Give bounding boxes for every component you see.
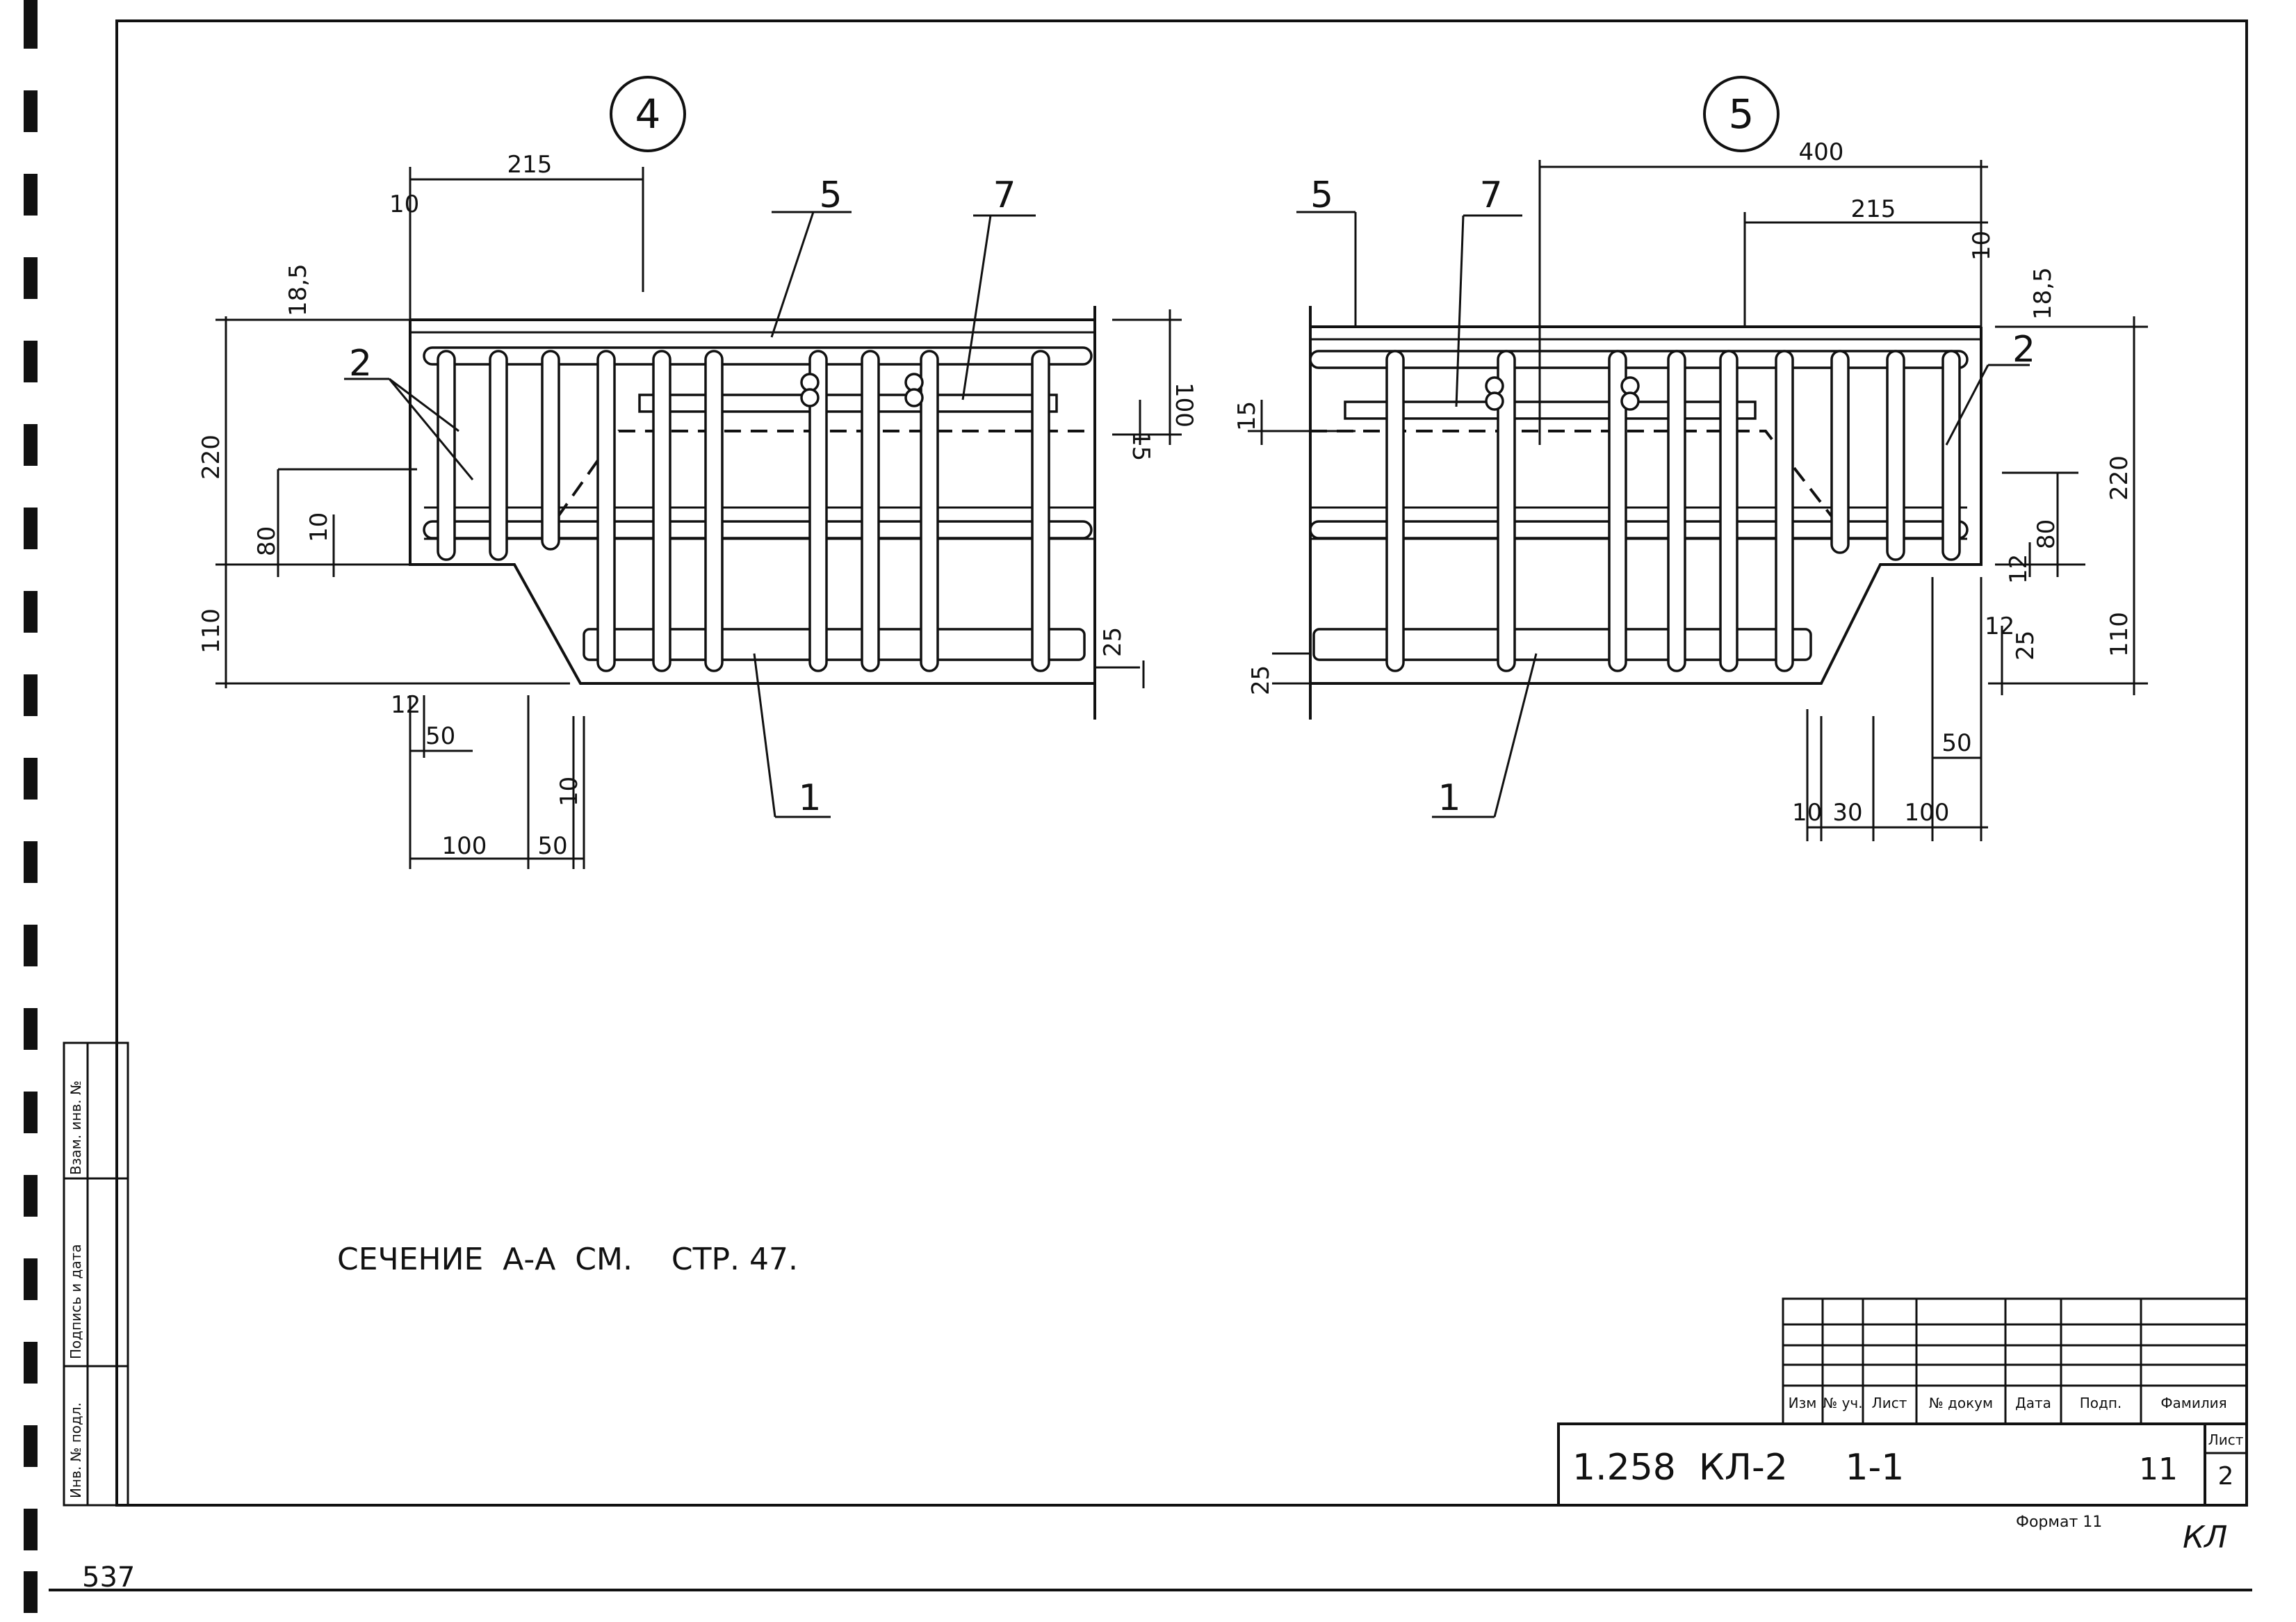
detail-5-dim-0: 400 <box>1799 138 1844 166</box>
detail-4-dim-8: 110 <box>197 608 225 654</box>
detail-5-dim-2: 10 <box>1968 231 1996 261</box>
detail-4: 4 <box>197 76 1198 869</box>
detail-5-callout-5: 5 <box>1310 175 1333 216</box>
detail-5-dim-9: 12 <box>1985 613 2014 640</box>
detail-4-dim-4: 15 <box>1127 431 1155 461</box>
col-sign: Подп. <box>2080 1395 2122 1411</box>
detail-5-dim-11: 25 <box>1247 665 1275 695</box>
detail-5-dim-15: 100 <box>1905 799 1950 827</box>
col-izm: Изм <box>1789 1395 1817 1411</box>
detail-5-dim-13: 10 <box>1792 799 1822 827</box>
detail-5-callout-2: 2 <box>2012 329 2035 371</box>
detail-4-dim-12: 10 <box>555 777 583 806</box>
detail-4-dim-14: 50 <box>537 832 567 860</box>
document-code: 1.258 КЛ-2 1-1 <box>1572 1447 1904 1489</box>
detail-4-dim-10: 50 <box>425 722 455 750</box>
detail-5-dim-10: 25 <box>2012 631 2039 660</box>
col-list: Лист <box>1872 1395 1907 1411</box>
detail-4-dim-2: 18,5 <box>284 263 312 316</box>
detail-4-dim-0: 215 <box>507 151 553 179</box>
detail-5-dim-1: 215 <box>1851 195 1896 223</box>
left-stamp: Взам. инв. № Подпись и дата Инв. № подл. <box>63 1041 129 1507</box>
title-block: Изм № уч. Лист № докум Дата Подп. Фамили… <box>1557 1297 2248 1555</box>
detail-5-dim-7: 12 <box>2005 554 2033 584</box>
page-number: 11 <box>2139 1452 2178 1487</box>
detail-4-number: 4 <box>635 90 661 138</box>
detail-4-callout-5: 5 <box>819 175 842 216</box>
detail-4-dim-5: 220 <box>197 435 225 480</box>
col-uch: № уч. <box>1823 1395 1862 1411</box>
stamp-inv-original: Инв. № подл. <box>67 1402 84 1498</box>
sheet-label: Лист <box>2208 1432 2244 1448</box>
detail-5-dim-4: 15 <box>1233 401 1261 431</box>
edge-number: 537 <box>82 1562 135 1593</box>
stamp-sign-date: Подпись и дата <box>67 1244 84 1359</box>
detail-4-dim-13: 100 <box>442 832 487 860</box>
detail-4-dim-3: 100 <box>1170 382 1198 428</box>
footer-mark: КЛ <box>2183 1520 2227 1555</box>
col-doc: № докум <box>1929 1395 1993 1411</box>
binding-strip <box>24 0 38 1613</box>
format-label: Формат 11 <box>2016 1514 2102 1531</box>
drawing-frame <box>115 19 2248 1507</box>
detail-5-dim-12: 50 <box>1941 729 1971 757</box>
detail-5-dim-14: 30 <box>1832 799 1862 827</box>
detail-4-dim-6: 80 <box>253 526 281 556</box>
detail-4-callout-1: 1 <box>798 777 821 819</box>
detail-4-marker <box>610 76 686 152</box>
detail-5-marker <box>1703 76 1780 152</box>
detail-5-callout-1: 1 <box>1438 777 1460 819</box>
detail-5: 5 <box>1233 76 2148 841</box>
detail-4-dim-9: 12 <box>391 691 421 719</box>
detail-5-dim-8: 110 <box>2106 612 2133 657</box>
section-note: СЕЧЕНИЕ А-А СМ. СТР. 47. <box>337 1242 798 1277</box>
sheet-number: 2 <box>2218 1462 2234 1491</box>
detail-4-callout-7: 7 <box>993 175 1016 216</box>
stamp-replace-inv: Взам. инв. № <box>67 1080 84 1175</box>
detail-5-callout-7: 7 <box>1479 175 1502 216</box>
detail-4-dim-7: 10 <box>305 512 333 542</box>
detail-4-dim-11: 25 <box>1099 627 1127 657</box>
col-date: Дата <box>2015 1395 2051 1411</box>
detail-5-dim-6: 80 <box>2033 519 2060 549</box>
col-name: Фамилия <box>2160 1395 2226 1411</box>
detail-4-callout-2: 2 <box>349 343 372 384</box>
detail-5-number: 5 <box>1729 90 1754 138</box>
detail-4-dim-1: 10 <box>389 190 419 218</box>
detail-5-dim-3: 18,5 <box>2029 267 2057 320</box>
detail-5-dim-5: 220 <box>2106 455 2133 501</box>
